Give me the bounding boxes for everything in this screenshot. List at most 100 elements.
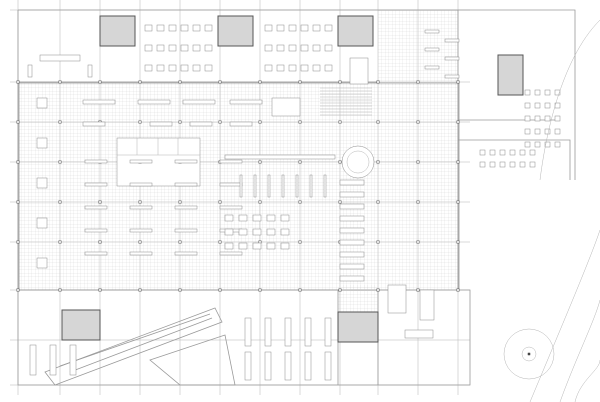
furniture-item bbox=[524, 102, 531, 109]
furniture-item bbox=[16, 160, 20, 164]
furniture-item bbox=[338, 80, 342, 84]
furniture-item bbox=[534, 89, 541, 96]
furniture-item bbox=[144, 24, 153, 32]
furniture-item bbox=[229, 121, 253, 127]
furniture-item bbox=[456, 200, 460, 204]
furniture-item bbox=[444, 38, 460, 43]
furniture-item bbox=[554, 89, 561, 96]
furniture-item bbox=[519, 149, 526, 156]
furniture-item bbox=[39, 54, 81, 62]
furniture-item bbox=[544, 128, 551, 135]
furniture-item bbox=[156, 44, 165, 52]
furniture-item bbox=[554, 141, 561, 148]
tiled-floor bbox=[18, 10, 460, 315]
furniture-item bbox=[338, 200, 342, 204]
furniture-item bbox=[258, 288, 262, 292]
furniture-item bbox=[264, 44, 273, 52]
furniture-item bbox=[219, 182, 243, 187]
furniture-item bbox=[312, 24, 321, 32]
furniture-item bbox=[58, 288, 62, 292]
furniture-item bbox=[84, 228, 108, 233]
furniture-item bbox=[129, 251, 153, 256]
furniture-item bbox=[168, 24, 177, 32]
furniture-item bbox=[324, 24, 333, 32]
furniture-item bbox=[224, 242, 234, 250]
furniture-item bbox=[276, 24, 285, 32]
furniture-item bbox=[281, 174, 285, 198]
furniture-item bbox=[182, 99, 216, 105]
furniture-item bbox=[529, 149, 536, 156]
furniture-item bbox=[252, 228, 262, 236]
furniture-item bbox=[554, 115, 561, 122]
furniture-item bbox=[298, 120, 302, 124]
furniture-item bbox=[98, 288, 102, 292]
furniture-item bbox=[266, 242, 276, 250]
furniture-item bbox=[524, 115, 531, 122]
furniture-item bbox=[376, 200, 380, 204]
furniture-item bbox=[276, 64, 285, 72]
furniture-item bbox=[229, 99, 263, 105]
furniture-item bbox=[376, 80, 380, 84]
furniture-item bbox=[219, 251, 243, 256]
furniture-item bbox=[339, 251, 365, 258]
furniture-item bbox=[36, 217, 48, 229]
furniture-item bbox=[298, 240, 302, 244]
furniture-item bbox=[174, 159, 198, 164]
furniture-item bbox=[178, 240, 182, 244]
furniture-item bbox=[264, 64, 273, 72]
furniture-item bbox=[300, 64, 309, 72]
furniture-item bbox=[29, 344, 37, 376]
furniture-item bbox=[338, 120, 342, 124]
furniture-item bbox=[524, 141, 531, 148]
furniture-item bbox=[129, 159, 153, 164]
furniture-item bbox=[298, 80, 302, 84]
furniture-item bbox=[224, 214, 234, 222]
furniture-item bbox=[444, 56, 460, 61]
furniture-item bbox=[204, 64, 213, 72]
furniture-item bbox=[244, 317, 252, 347]
furniture-item bbox=[524, 89, 531, 96]
furniture-item bbox=[192, 64, 201, 72]
furniture-item bbox=[324, 351, 332, 381]
furniture-item bbox=[416, 80, 420, 84]
furniture-item bbox=[174, 205, 198, 210]
furniture-item bbox=[218, 288, 222, 292]
furniture-item bbox=[338, 288, 342, 292]
furniture-item bbox=[376, 240, 380, 244]
furniture-item bbox=[168, 64, 177, 72]
furniture-item bbox=[58, 120, 62, 124]
furniture-item bbox=[416, 160, 420, 164]
furniture-item bbox=[138, 200, 142, 204]
furniture-item bbox=[416, 200, 420, 204]
furniture-item bbox=[224, 154, 336, 160]
furniture-item bbox=[499, 161, 506, 168]
furniture-item bbox=[98, 200, 102, 204]
furniture-item bbox=[36, 97, 48, 109]
furniture-item bbox=[87, 64, 93, 78]
furniture-item bbox=[288, 24, 297, 32]
furniture-item bbox=[544, 89, 551, 96]
furniture-item bbox=[180, 64, 189, 72]
furniture-item bbox=[456, 160, 460, 164]
furniture-item bbox=[444, 74, 460, 79]
furniture-item bbox=[456, 240, 460, 244]
furniture-item bbox=[244, 351, 252, 381]
furniture-item bbox=[180, 24, 189, 32]
furniture-item bbox=[298, 160, 302, 164]
furniture-item bbox=[424, 47, 440, 52]
furniture-item bbox=[424, 65, 440, 70]
furniture-item bbox=[264, 351, 272, 381]
furniture-item bbox=[300, 24, 309, 32]
furniture-item bbox=[178, 120, 182, 124]
furniture-item bbox=[218, 200, 222, 204]
furniture-item bbox=[180, 44, 189, 52]
furniture-item bbox=[298, 200, 302, 204]
furniture-item bbox=[456, 120, 460, 124]
furniture-item bbox=[544, 115, 551, 122]
furniture-item bbox=[534, 102, 541, 109]
furniture-item bbox=[534, 128, 541, 135]
furniture-item bbox=[266, 214, 276, 222]
furniture-item bbox=[137, 99, 171, 105]
furniture-item bbox=[138, 288, 142, 292]
